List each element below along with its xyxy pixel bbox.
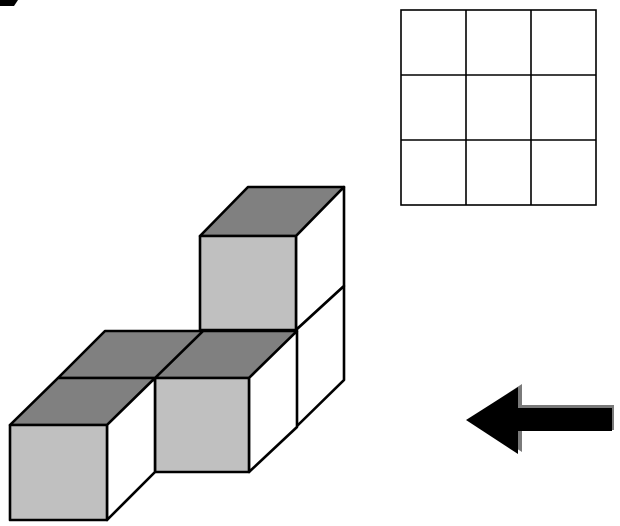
view-arrow-icon (466, 384, 614, 454)
cube-front-left (8, 376, 157, 522)
answer-grid (400, 9, 597, 206)
cropped-glyph (0, 0, 18, 6)
cube-structure (8, 185, 346, 522)
cube-top-right (198, 185, 346, 332)
cube-middle (153, 329, 299, 474)
